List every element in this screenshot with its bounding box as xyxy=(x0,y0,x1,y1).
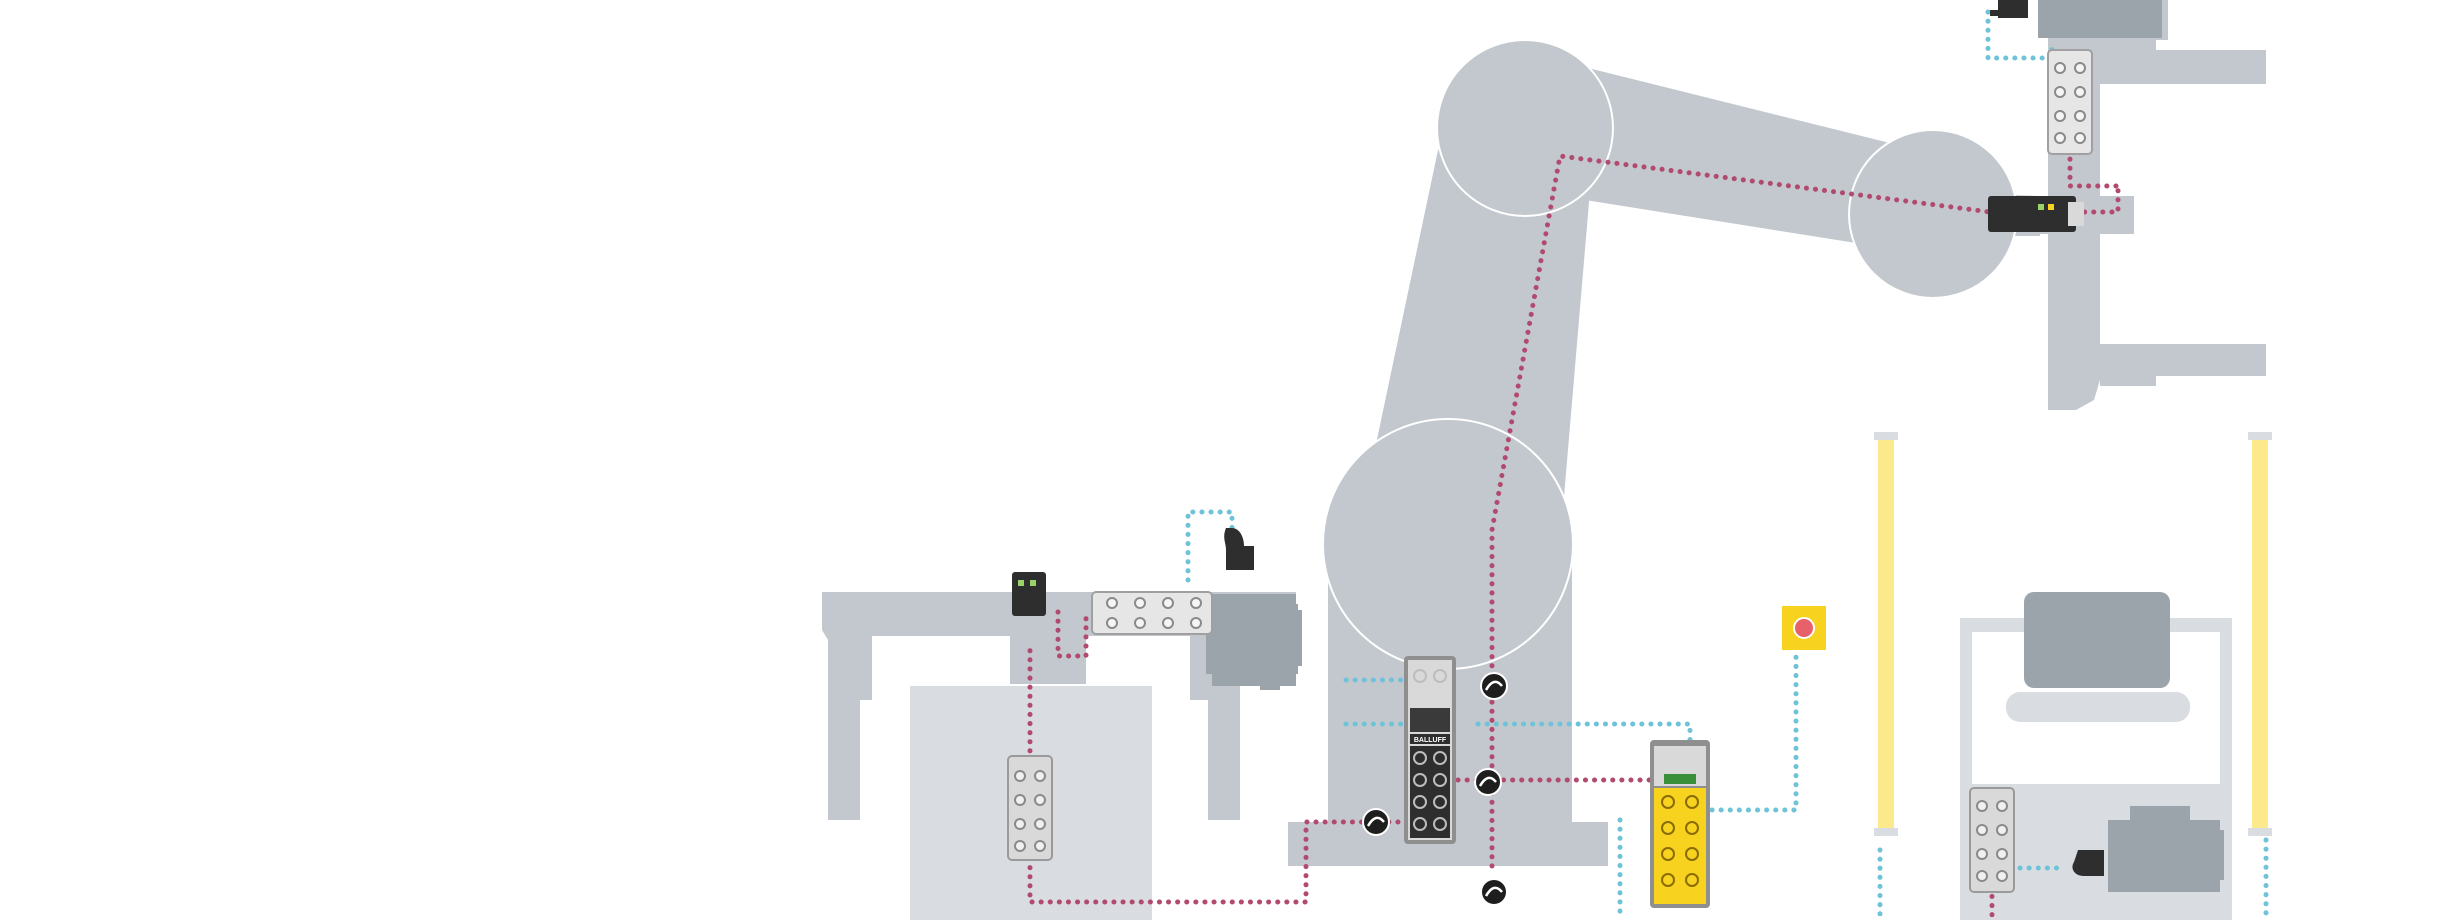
station-left-bracket xyxy=(1960,618,2010,632)
io-hub-port xyxy=(1191,618,1201,628)
signal-line-valve xyxy=(1188,512,1232,580)
valve-foot xyxy=(1260,676,1280,690)
coupler-disc xyxy=(1475,769,1501,795)
light-curtain-right xyxy=(2252,438,2268,832)
io-hub-port xyxy=(2055,63,2065,73)
robot-shoulder-joint xyxy=(1437,40,1613,216)
sensor-module-body xyxy=(1012,572,1046,616)
io-hub-port xyxy=(1035,841,1045,851)
safety-hub-body xyxy=(1654,788,1706,904)
master-port-panel xyxy=(1410,746,1450,838)
drive-box-body xyxy=(2108,820,2220,892)
io-hub-table xyxy=(1092,592,1212,634)
io-hub-port xyxy=(1035,819,1045,829)
io-hub-icon xyxy=(1008,756,1052,860)
sensor-module-table xyxy=(1012,572,1046,616)
estop-cap xyxy=(1794,618,1814,638)
io-hub-port xyxy=(1015,841,1025,851)
io-hub-port xyxy=(1015,771,1025,781)
coupler-icon xyxy=(1481,673,1507,699)
sensor-module-elbow xyxy=(1988,196,2084,232)
safety-io-hub xyxy=(1650,740,1710,908)
io-hub-port xyxy=(1997,871,2007,881)
io-hub-port xyxy=(1035,771,1045,781)
io-hub-port xyxy=(2075,63,2085,73)
sensor-module-elbow-cap xyxy=(2068,202,2084,226)
io-hub-port xyxy=(1163,618,1173,628)
coupler-icon xyxy=(1481,879,1507,905)
io-hub-port xyxy=(1107,618,1117,628)
master-display xyxy=(1410,708,1450,732)
io-hub-port xyxy=(1977,871,1987,881)
light-curtain-right-cap-bottom xyxy=(2248,828,2272,836)
connector-gripper xyxy=(1990,0,2028,18)
io-hub-port xyxy=(2075,133,2085,143)
io-hub-port xyxy=(2055,111,2065,121)
sensor-module-elbow-body xyxy=(1988,196,2076,232)
io-hub-gripper xyxy=(2048,50,2092,154)
io-hub-port xyxy=(2075,87,2085,97)
valve-body xyxy=(1212,594,1296,686)
io-hub-port xyxy=(1997,849,2007,859)
connector-valve xyxy=(1224,528,1254,570)
io-hub-port xyxy=(1135,598,1145,608)
io-hub-port xyxy=(1997,801,2007,811)
io-hub-port xyxy=(1035,795,1045,805)
coupler-icon xyxy=(1475,769,1501,795)
io-hub-port xyxy=(1977,849,1987,859)
io-link-master-module: BALLUFF xyxy=(1404,656,1456,844)
light-curtain-left xyxy=(1878,438,1894,832)
io-hub-port xyxy=(1163,598,1173,608)
drive-box-top xyxy=(2130,806,2190,822)
valve-fin-right xyxy=(1296,610,1302,666)
master-brand-label: BALLUFF xyxy=(1414,737,1447,744)
io-hub-station xyxy=(1970,788,2014,892)
sensor-led xyxy=(1018,580,1024,586)
coupler-disc xyxy=(1363,809,1389,835)
io-hub-port xyxy=(1107,598,1117,608)
station-monitor xyxy=(2024,592,2170,688)
safety-hub-status xyxy=(1664,774,1696,784)
pneumatic-valve-block xyxy=(1206,594,1302,690)
sensor-led xyxy=(1030,580,1036,586)
io-hub-port xyxy=(1977,825,1987,835)
gripper-lower-finger-step xyxy=(2100,356,2156,386)
io-hub-port xyxy=(2075,111,2085,121)
io-hub-port xyxy=(1135,618,1145,628)
coupler-disc xyxy=(1481,673,1507,699)
drive-box-fin xyxy=(2214,830,2224,880)
io-hub-port xyxy=(1015,795,1025,805)
light-curtain-left-cap-bottom xyxy=(1874,828,1898,836)
station-shelf xyxy=(2006,692,2190,722)
signal-line-estop xyxy=(1712,650,1796,810)
io-hub-port xyxy=(1997,825,2007,835)
station-right-bracket xyxy=(2182,618,2232,632)
gripper-upper-finger-step xyxy=(2100,40,2156,70)
light-curtain-left-cap-top xyxy=(1874,432,1898,440)
io-hub-port xyxy=(1191,598,1201,608)
connector-drive xyxy=(2072,850,2104,876)
sensor-led xyxy=(2048,204,2054,210)
robot-base-joint xyxy=(1323,419,1573,669)
io-hub-port xyxy=(2055,133,2065,143)
gripper-valve-block xyxy=(2038,0,2162,38)
io-hub-port xyxy=(1015,819,1025,829)
io-hub-port xyxy=(1977,801,1987,811)
estop-button-icon xyxy=(1782,606,1826,650)
io-hub-port xyxy=(2055,87,2065,97)
coupler-disc xyxy=(1481,879,1507,905)
sensor-led xyxy=(2038,204,2044,210)
coupler-icon xyxy=(1363,809,1389,835)
light-curtain-right-cap-top xyxy=(2248,432,2272,440)
